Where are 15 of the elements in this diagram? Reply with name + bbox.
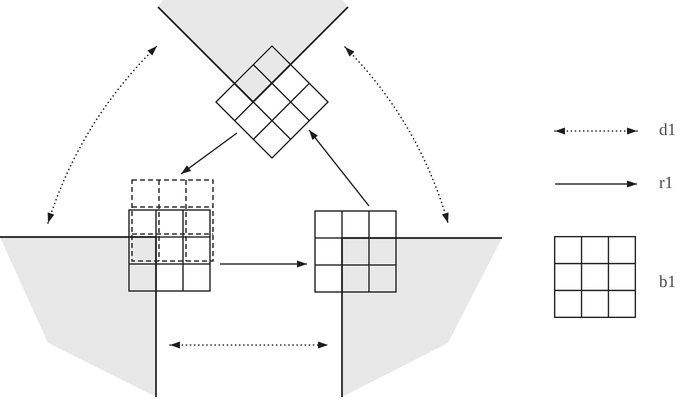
dotted-double-arrow — [47, 45, 158, 224]
legend-label: d1 — [659, 120, 676, 140]
shaded-corner-region — [0, 235, 158, 399]
arrow — [220, 260, 307, 268]
dotted-double-arrow — [169, 342, 329, 348]
arrow — [180, 132, 238, 175]
grid-board — [128, 179, 215, 293]
shaded-corner-region — [155, 0, 351, 105]
grid-board — [314, 210, 397, 293]
legend-label: r1 — [659, 173, 674, 193]
arrow — [308, 130, 370, 206]
shaded-corner-region — [340, 236, 504, 399]
legend-label: b1 — [659, 272, 676, 292]
dotted-double-arrow — [344, 46, 449, 224]
rotated-grid-board — [214, 44, 330, 160]
